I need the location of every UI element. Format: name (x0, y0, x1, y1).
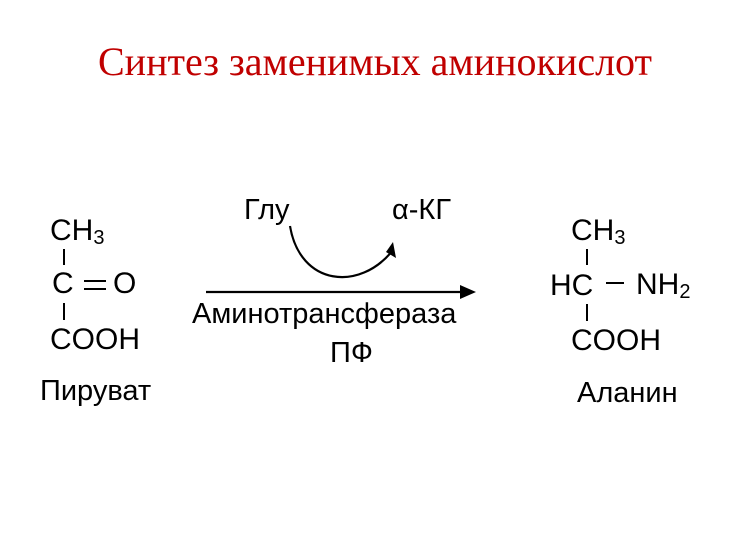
product-bond-lower (586, 304, 588, 321)
product-carboxyl-group: COOH (571, 324, 661, 357)
product-name: Аланин (577, 377, 678, 409)
reactant-methyl-group: CH3 (50, 214, 105, 249)
page-title: Синтез заменимых аминокислот (97, 39, 653, 84)
reactant-double-bond-line-2 (84, 288, 106, 290)
curved-arrow (288, 225, 394, 279)
product-amine-group: NH2 (636, 268, 691, 303)
product-methyl-group: CH3 (571, 214, 626, 249)
reactant-carboxyl-group: COOH (50, 323, 140, 356)
cosubstrate-out-label: α-КГ (392, 194, 452, 226)
reactant-name: Пируват (40, 375, 152, 407)
cosubstrate-in-label: Глу (244, 194, 290, 226)
product-amine-bond (606, 282, 624, 284)
curved-arrow-head (386, 242, 396, 258)
main-arrow-head (460, 285, 476, 299)
reactant-oxygen: O (113, 267, 137, 300)
reactant-bond-upper (63, 249, 65, 265)
product-alpha-carbon: HC (550, 269, 594, 302)
reactant-carbonyl-carbon: C (52, 267, 74, 300)
reactant-double-bond-line-1 (84, 280, 106, 282)
enzyme-label: Аминотрансфераза (192, 298, 457, 330)
reactant-bond-lower (63, 303, 65, 320)
cofactor-label: ПФ (330, 337, 373, 369)
product-bond-upper (586, 249, 588, 265)
